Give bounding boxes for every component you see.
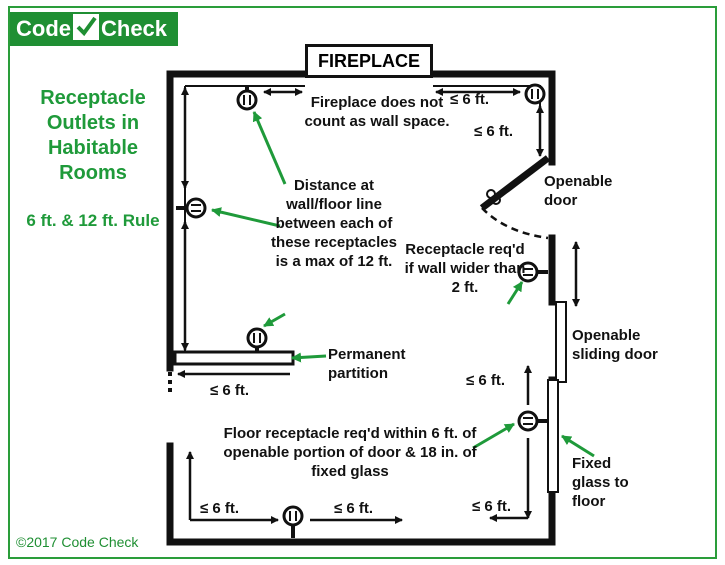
diagram-frame: [8, 6, 717, 559]
openable-door-label: Openable door: [544, 173, 613, 209]
dim-label: ≤ 6 ft.: [466, 372, 506, 389]
floor-receptacle-note: Floor receptacle req'd within 6 ft. of o…: [223, 425, 477, 480]
brand-left: Code: [16, 16, 71, 41]
receptacle-required-note: Receptacle req'd if wall wider than 2 ft…: [404, 241, 526, 296]
receptacle-icon: [524, 83, 546, 105]
dim-label: ≤ 6 ft.: [334, 500, 374, 517]
receptacles: [176, 83, 548, 538]
dim-label: ≤ 6 ft.: [450, 91, 490, 108]
receptacle-icon: [176, 197, 207, 219]
distance-note: Distance at wall/floor line between each…: [271, 177, 397, 270]
sliding-door-label: Openable sliding door: [572, 327, 658, 363]
brand-right: Check: [101, 16, 168, 41]
dim-label: ≤ 6 ft.: [474, 123, 514, 140]
rule-subtitle: 6 ft. & 12 ft. Rule: [26, 211, 160, 230]
leader-arrows: [211, 111, 595, 458]
receptacle-icon: [517, 261, 548, 283]
fireplace-note: Fireplace does not count as wall space.: [304, 94, 450, 130]
sliding-door: [555, 301, 567, 383]
receptacle-icon: [246, 327, 268, 352]
checkbox-check-icon: [73, 14, 99, 40]
dim-label: ≤ 6 ft.: [472, 498, 512, 515]
brand-logo: Code Check: [10, 12, 178, 46]
diagram-title: Receptacle Outlets in Habitable Rooms: [40, 87, 146, 184]
fixed-glass-label: Fixed glass to floor: [572, 455, 629, 510]
dim-label: ≤ 6 ft.: [210, 382, 250, 399]
dim-label: ≤ 6 ft.: [200, 500, 240, 517]
receptacle-icon: [236, 86, 258, 111]
fixed-glass: [547, 379, 559, 493]
permanent-partition-label: Permanent partition: [328, 346, 406, 382]
permanent-partition: [173, 350, 295, 366]
receptacle-icon: [282, 505, 304, 538]
dimension-arrows: [177, 87, 580, 524]
copyright: ©2017 Code Check: [16, 534, 139, 550]
receptacle-icon: [517, 410, 548, 432]
door-hinge-icon: [486, 189, 501, 205]
fireplace-box: FIREPLACE: [305, 44, 433, 78]
walls: [166, 70, 556, 546]
wall-top-right: [429, 70, 556, 166]
